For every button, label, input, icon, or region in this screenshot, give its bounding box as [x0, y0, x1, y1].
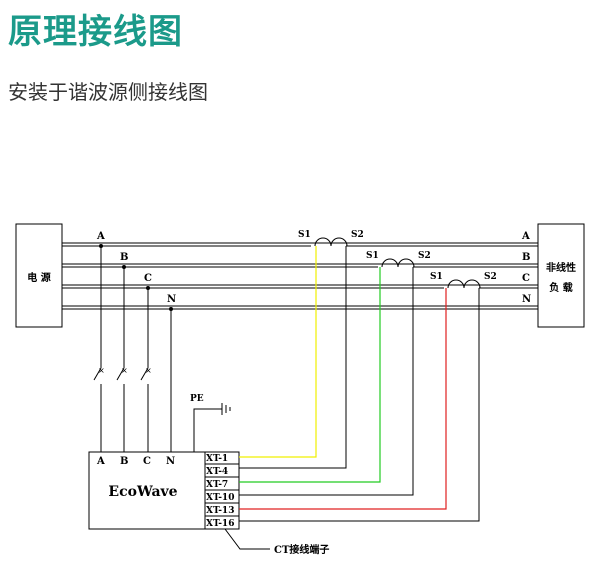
page-subtitle: 安装于谐波源侧接线图 [8, 80, 208, 104]
ct-b-s1-label: S1 [366, 251, 379, 261]
ct-a-s2-wire [239, 246, 347, 469]
terminal-strip [204, 452, 239, 529]
ct-b-s2-label: S2 [418, 251, 431, 261]
ct-c-s2-label: S2 [484, 272, 497, 282]
phase-label-left-b: B [120, 252, 128, 263]
phase-label-right-c: C [522, 273, 530, 284]
ct-b-s2-wire [239, 267, 414, 496]
drop-wires [100, 246, 172, 452]
svg-text:×: × [145, 366, 152, 375]
ct-terminal-label: CT接线端子 [274, 543, 329, 556]
svg-text:×: × [121, 366, 128, 375]
device-input-a: A [96, 456, 105, 467]
pe-label: PE [190, 394, 204, 404]
power-source-box [15, 223, 63, 328]
ground-icon [221, 403, 231, 415]
terminal-xt10: XT-10 [206, 493, 234, 503]
device-input-n: N [166, 456, 175, 467]
phase-label-left-n: N [167, 294, 176, 305]
load-label-line2: 负 载 [549, 281, 572, 294]
phase-label-left-a: A [96, 231, 105, 242]
ct-coil-c [447, 279, 481, 289]
ct-terminal-leader [224, 528, 270, 550]
ct-a-s2-label: S2 [351, 230, 364, 240]
phase-label-left-c: C [144, 273, 152, 284]
terminal-xt13: XT-13 [206, 506, 234, 516]
svg-text:×: × [98, 366, 105, 375]
terminal-xt4: XT-4 [206, 467, 228, 477]
ct-coil-b [381, 258, 415, 268]
phase-label-right-n: N [522, 294, 531, 305]
ct-b-s1-wire [239, 267, 381, 483]
ct-c-s1-label: S1 [430, 272, 443, 282]
device-input-b: B [120, 456, 128, 467]
bus-lines [62, 242, 538, 310]
breaker-marks: × × × [98, 366, 152, 375]
pe-wire [193, 408, 222, 452]
ct-coil-a [314, 237, 348, 247]
device-name: EcoWave [108, 484, 177, 500]
device-input-c: C [143, 456, 151, 467]
load-label-line1: 非线性 [546, 261, 576, 274]
phase-label-right-b: B [522, 252, 530, 263]
ct-a-s1-wire [239, 246, 317, 458]
breaker-switches [93, 367, 149, 452]
ct-c-s2-wire [239, 288, 480, 522]
page-title: 原理接线图 [8, 12, 183, 52]
nonlinear-load-box [537, 223, 585, 328]
power-source-label: 电 源 [27, 271, 50, 284]
terminal-xt16: XT-16 [206, 519, 234, 529]
terminal-xt7: XT-7 [206, 480, 228, 490]
ct-c-s1-wire [239, 288, 447, 510]
ct-a-s1-label: S1 [298, 230, 311, 240]
terminal-xt1: XT-1 [206, 454, 228, 464]
phase-label-right-a: A [521, 231, 530, 242]
